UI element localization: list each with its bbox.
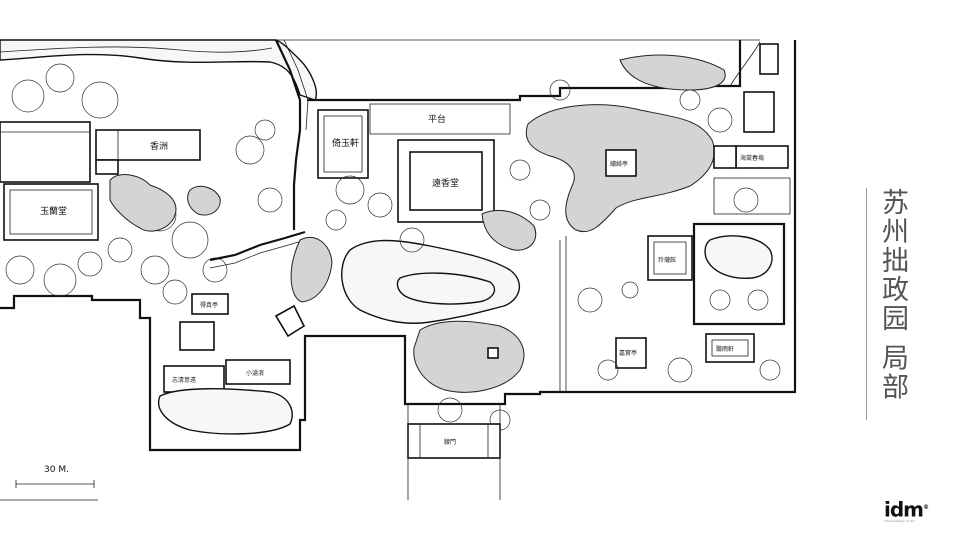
label-yuan-xiang-tang: 遠香堂 [432, 177, 459, 189]
yuan-xiang-tang-building: 遠香堂 [397, 139, 495, 223]
label-haitang-chunwu: 海棠春塢 [740, 154, 764, 162]
right-rockery [525, 54, 726, 233]
central-rockery [290, 210, 537, 393]
label-xiang-zhou: 香洲 [150, 141, 168, 152]
label-ling-long-guan: 玲瓏館 [658, 256, 676, 264]
label-xiuqi-ting: 繡綺亭 [610, 160, 628, 168]
label-jia-shi-ting: 嘉實亭 [619, 349, 637, 357]
top-right-buildings [729, 41, 779, 133]
vertical-title-block: 苏州拙政园 局部 [866, 188, 911, 420]
small-pavilion-left [179, 321, 215, 351]
de-zhen-ting: 得真亭 [191, 293, 229, 315]
corridors [209, 39, 309, 269]
idm-logo: idm® interiordesign of idm [884, 497, 929, 523]
ling-long-guan-building: 玲瓏館 [647, 235, 693, 281]
xiuqi-ting: 繡綺亭 [605, 149, 637, 177]
label-zhi-qing: 志清意遠 [172, 376, 196, 384]
label-xiao-canglang: 小滄浪 [246, 369, 264, 377]
ping-tai-terrace: 平台 [369, 103, 511, 135]
central-pond [341, 239, 521, 324]
label-yao-men: 腰門 [444, 439, 456, 446]
xiang-zhou-building: 香洲 [95, 129, 201, 175]
ting-yu-xuan-building: 聽雨軒 [705, 333, 755, 363]
label-yi-yu-xuan: 倚玉軒 [332, 137, 359, 149]
logo-wordmark: idm® [884, 497, 929, 522]
yao-men-gate: 腰門 [407, 404, 501, 500]
xiao-canglang-building: 小滄浪 [225, 359, 291, 385]
haitang-chunwu-building: 海棠春塢 [713, 145, 791, 215]
logo-tagline: interiordesign of idm [884, 518, 916, 523]
pipa-yuan-courtyard [549, 79, 781, 392]
label-ping-tai: 平台 [428, 113, 446, 125]
scale-label: 30 M. [44, 465, 69, 475]
left-building [0, 121, 91, 183]
logo-text: idm [884, 497, 924, 522]
skew-pavilion [274, 304, 306, 338]
yi-yu-xuan-building: 倚玉軒 [317, 109, 369, 179]
label-de-zhen-ting: 得真亭 [200, 301, 218, 309]
slide-title: 苏州拙政园 局部 [877, 188, 908, 402]
logo-registered-mark: ® [923, 504, 929, 511]
scale-bar: 30 M. [0, 465, 98, 501]
left-rockery [109, 174, 221, 232]
label-yulan-tang: 玉蘭堂 [40, 205, 67, 217]
bottom-left-pond [157, 388, 293, 435]
zhi-qing-building: 志清意遠 [163, 365, 225, 393]
jia-shi-ting: 嘉實亭 [615, 337, 647, 369]
stream [0, 39, 317, 101]
yulan-tang-building: 玉蘭堂 [3, 183, 99, 241]
label-ting-yu-xuan: 聽雨軒 [716, 345, 734, 353]
right-courtyard [692, 222, 786, 326]
